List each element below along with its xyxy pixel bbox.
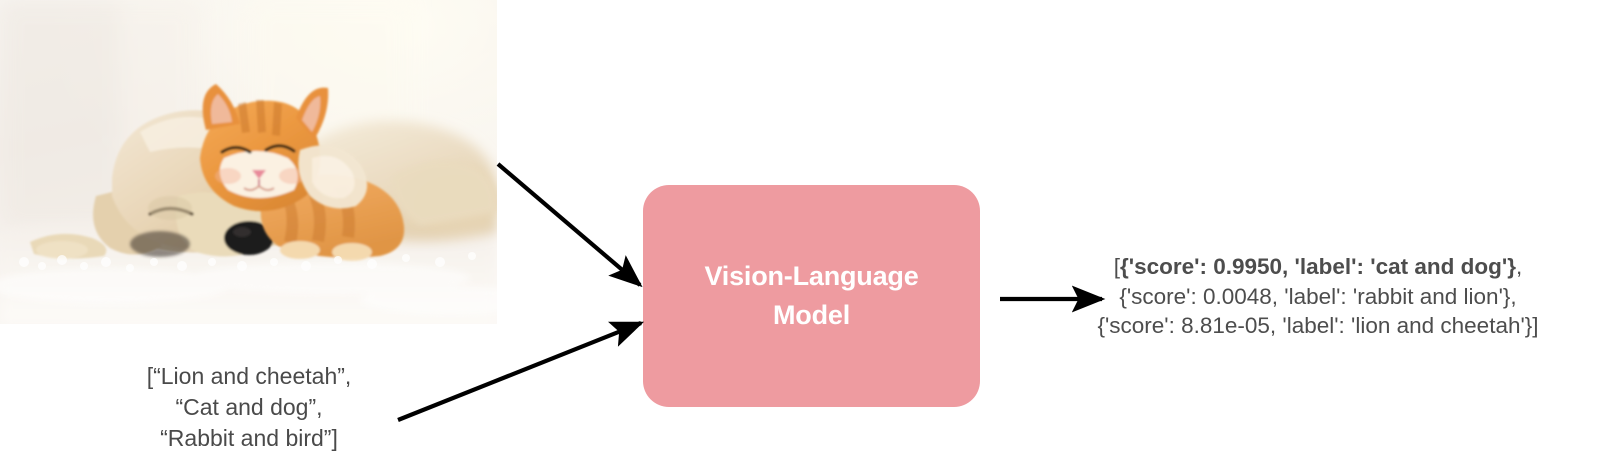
candidate-labels-list: [“Lion and cheetah”, “Cat and dog”, “Rab… [146,363,352,451]
arrow-prompt-to-model [397,321,645,422]
output-top-prediction: {'score': 0.9950, 'label': 'cat and dog'… [1120,254,1516,279]
output-open-bracket: [ [1113,254,1120,279]
input-image-panel[interactable] [0,0,497,324]
puppy-and-kitten-photo [0,0,497,324]
model-box-label: Vision-Language Model [704,260,919,330]
output-line-2: {'score': 0.0048, 'label': 'rabbit and l… [1119,283,1517,309]
output-line-3: {'score': 8.81e-05, 'label': 'lion and c… [1097,313,1539,338]
arrow-image-to-model [496,162,643,288]
output-line-1-comma: , [1516,254,1523,279]
model-output-scores: [{'score': 0.9950, 'label': 'cat and dog… [1040,252,1596,341]
output-line-1: [{'score': 0.9950, 'label': 'cat and dog… [1040,252,1596,282]
vision-language-model-box[interactable]: Vision-Language Model [643,185,980,407]
